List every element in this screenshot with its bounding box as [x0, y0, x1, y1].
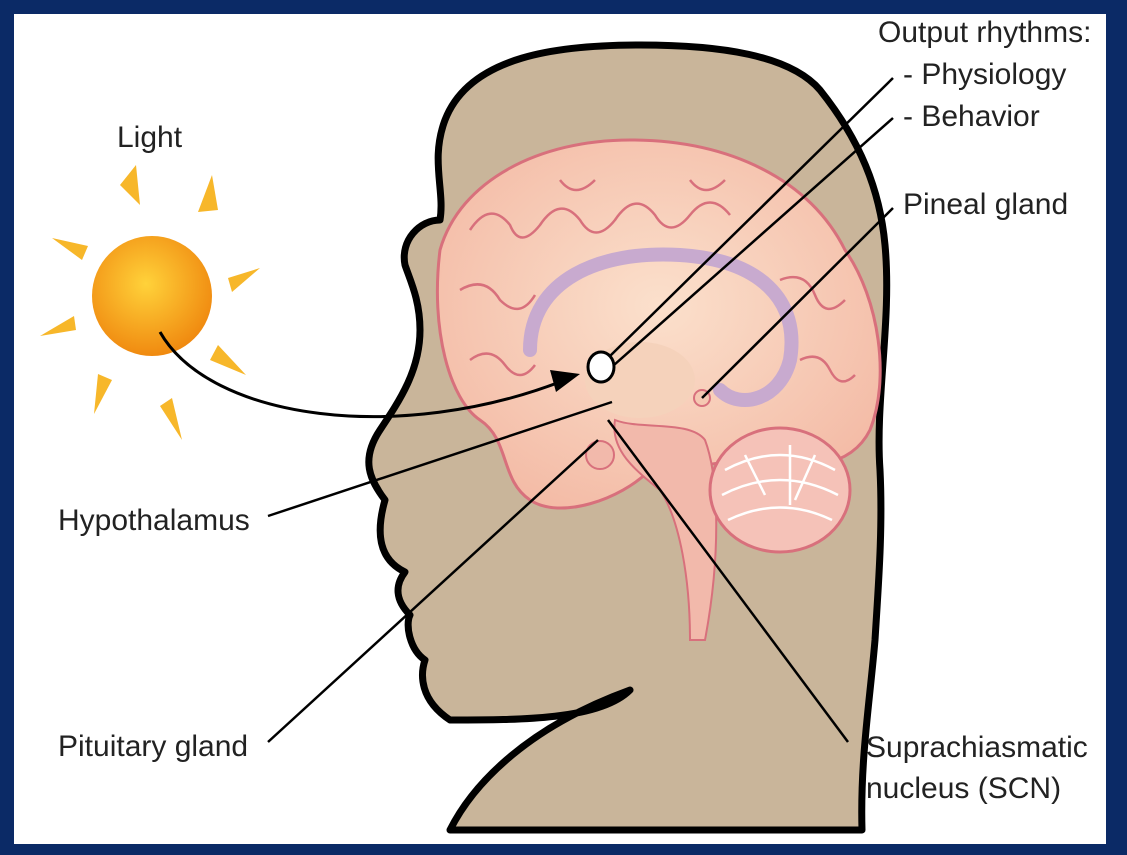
label-scn-line2: nucleus (SCN) [866, 772, 1061, 806]
label-pituitary-gland: Pituitary gland [58, 730, 248, 764]
label-pineal-gland: Pineal gland [903, 188, 1068, 222]
label-light: Light [117, 121, 182, 155]
label-output-rhythms: Output rhythms: [878, 16, 1091, 50]
label-physiology: - Physiology [903, 58, 1066, 92]
label-scn-line1: Suprachiasmatic [866, 731, 1088, 765]
cerebellum [710, 428, 850, 552]
scn-marker [588, 352, 614, 382]
sun [40, 165, 260, 440]
label-hypothalamus: Hypothalamus [58, 504, 250, 538]
pituitary [586, 441, 614, 469]
label-behavior: - Behavior [903, 100, 1040, 134]
